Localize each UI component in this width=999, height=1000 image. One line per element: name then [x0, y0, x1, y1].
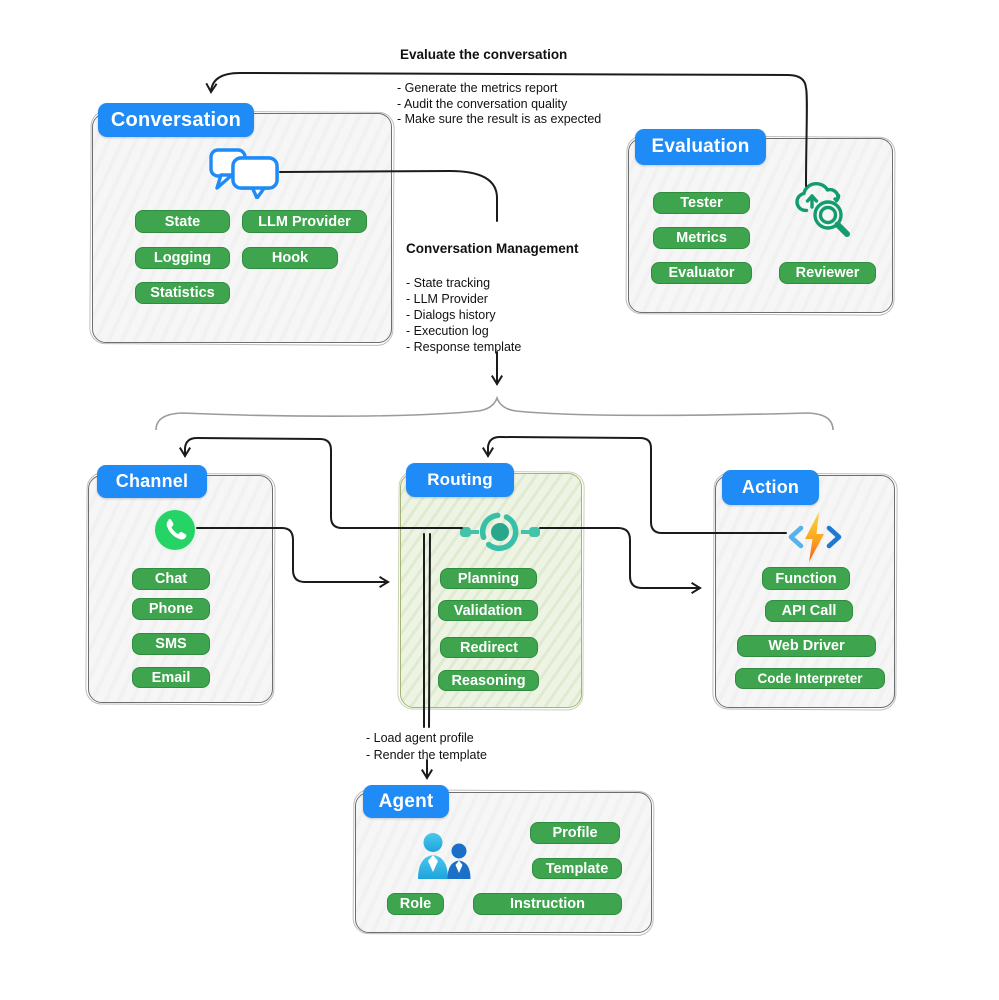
pill-statistics: Statistics — [135, 282, 230, 304]
bullet-line: - Response template — [406, 340, 522, 354]
agent-header: Agent — [363, 785, 449, 818]
evaluate-bullets: - Generate the metrics report - Audit th… — [397, 81, 601, 128]
whatsapp-icon — [153, 508, 197, 552]
pill-state: State — [135, 210, 230, 233]
bullet-line: - Dialogs history — [406, 308, 496, 322]
pill-profile: Profile — [530, 822, 620, 844]
bullet-line: - Audit the conversation quality — [397, 96, 568, 111]
pill-redirect: Redirect — [440, 637, 538, 658]
pill-web-driver: Web Driver — [737, 635, 876, 657]
management-bullets: - State tracking - LLM Provider - Dialog… — [406, 275, 521, 355]
bullet-line: - Load agent profile — [366, 731, 474, 745]
pill-reasoning: Reasoning — [438, 670, 539, 691]
pill-email: Email — [132, 667, 210, 688]
channel-header: Channel — [97, 465, 207, 498]
pill-phone: Phone — [132, 598, 210, 620]
bullet-line: - LLM Provider — [406, 292, 488, 306]
pill-logging: Logging — [135, 247, 230, 269]
pill-chat: Chat — [132, 568, 210, 590]
action-header: Action — [722, 470, 819, 505]
cloud-search-icon — [795, 182, 850, 237]
bullet-line: - State tracking — [406, 276, 491, 290]
agent-prep-bullets: - Load agent profile - Render the templa… — [366, 730, 487, 763]
chat-bubbles-icon — [209, 148, 279, 199]
pill-api-call: API Call — [765, 600, 853, 622]
pill-tester: Tester — [653, 192, 750, 214]
pill-code-interpreter: Code Interpreter — [735, 668, 885, 689]
bullet-line: - Render the template — [366, 747, 487, 762]
pill-role: Role — [387, 893, 444, 915]
conversation-header: Conversation — [98, 103, 254, 137]
bullet-line: - Make sure the result is as expected — [397, 112, 602, 126]
pill-hook: Hook — [242, 247, 338, 269]
bullet-line: - Generate the metrics report — [397, 81, 558, 95]
pill-planning: Planning — [440, 568, 537, 589]
distribution-brace — [155, 395, 834, 431]
code-lightning-icon — [788, 512, 842, 562]
pill-llm-provider: LLM Provider — [242, 210, 367, 233]
pill-reviewer: Reviewer — [779, 262, 876, 284]
pill-validation: Validation — [438, 600, 538, 621]
evaluate-title: Evaluate the conversation — [400, 47, 568, 62]
routing-header: Routing — [406, 463, 514, 497]
hub-icon — [460, 512, 540, 552]
pill-metrics: Metrics — [653, 227, 750, 249]
pill-sms: SMS — [132, 633, 210, 655]
pill-function: Function — [762, 567, 850, 590]
management-title: Conversation Management — [406, 241, 579, 256]
pill-evaluator: Evaluator — [651, 262, 752, 284]
people-icon — [418, 833, 471, 879]
bullet-line: - Execution log — [406, 324, 489, 338]
evaluation-header: Evaluation — [635, 129, 766, 165]
pill-template: Template — [532, 858, 622, 879]
pill-instruction: Instruction — [473, 893, 622, 915]
